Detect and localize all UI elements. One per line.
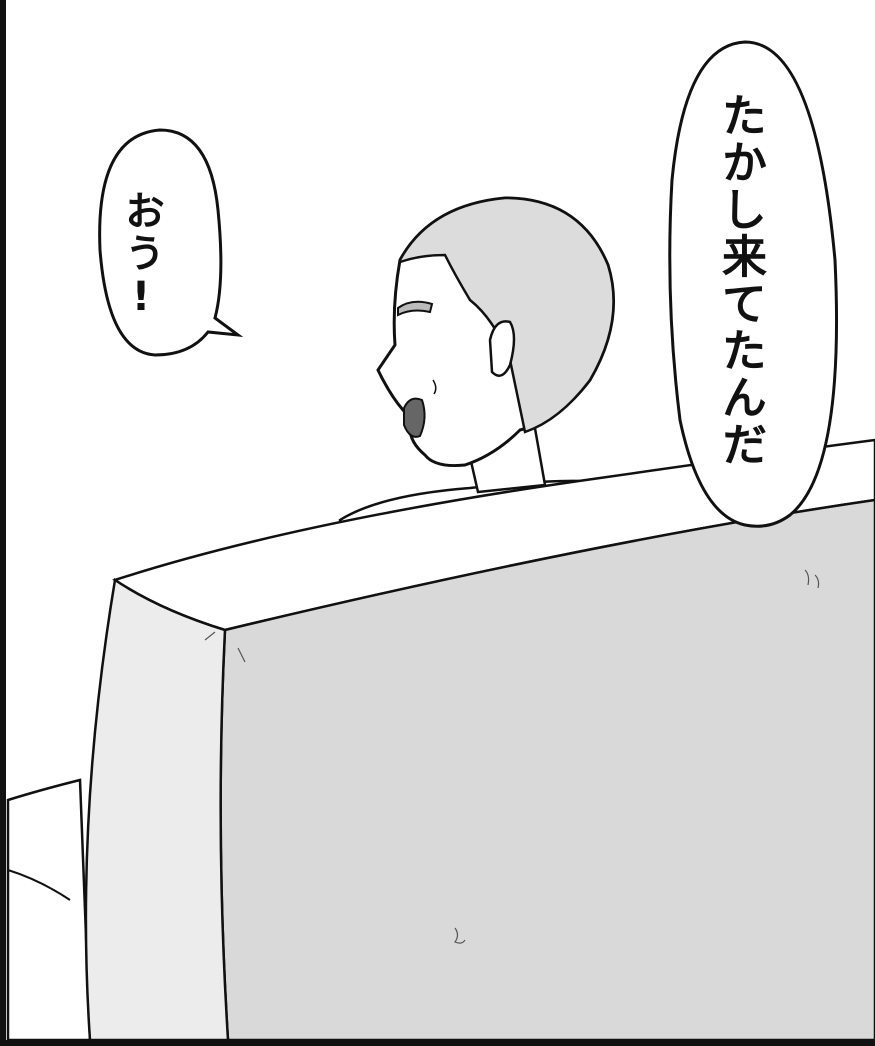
sofa-side [84,577,230,1042]
sofa-wear-mark [804,569,820,589]
speech-text-right: たかし来てたんだ [714,92,767,468]
man-mouth [403,397,426,438]
speech-bubble-right-outline [668,40,839,528]
sofa-left-seat-edge [7,869,71,901]
speech-bubble-right [668,40,839,528]
man-cheek-line [432,379,437,395]
man-eyebrow [397,300,434,317]
man-hair [398,196,615,434]
sofa [6,438,875,1042]
man-ear [488,320,516,377]
speech-text-left: おう! [118,190,164,322]
sofa-left-seat [6,778,92,1042]
sofa-wear-mark [454,927,466,944]
speech-bubble-left-outline [98,128,244,357]
speech-bubble-left [98,128,244,357]
sofa-wear-mark [204,631,246,663]
